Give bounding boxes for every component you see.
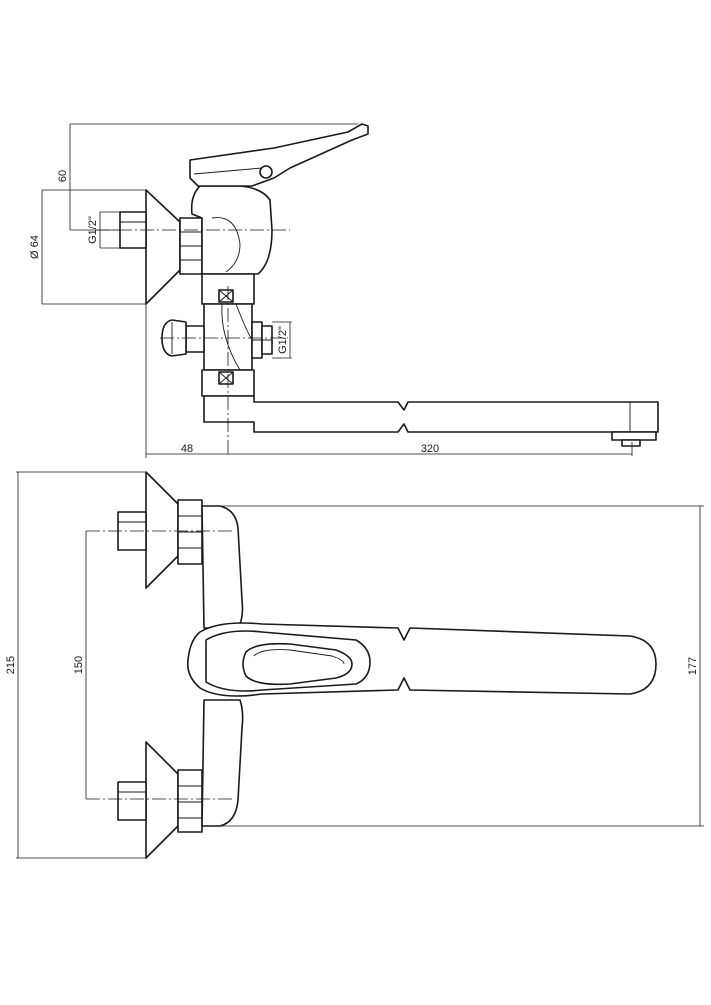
- dim-label-wall-offset: 48: [181, 443, 193, 455]
- side-view: 60 Ø 64 G1/2" G1/2" 48 320: [29, 123, 659, 458]
- lower-wall-flange: [145, 741, 179, 859]
- dim-label-inlet-spacing: 150: [73, 656, 85, 674]
- spout-side: [203, 395, 659, 433]
- diverter-stem: [185, 325, 205, 353]
- lower-inlet-nipple: [117, 781, 147, 821]
- handle-grip: [242, 642, 353, 686]
- dim-label-inlet-thread: G1/2": [87, 216, 99, 244]
- dim-label-overall-height: 215: [5, 656, 17, 674]
- front-view: 215 150 177: [5, 471, 704, 859]
- lever-handle: [189, 123, 369, 187]
- dim-label-outlet-thread: G1/2": [277, 326, 289, 354]
- dim-label-flange-diameter: Ø 64: [29, 235, 41, 259]
- wall-flange: [145, 189, 181, 305]
- aerator-tip: [621, 439, 641, 447]
- lower-hex-nut: [177, 769, 203, 833]
- handle-screw-icon: [259, 165, 273, 179]
- dim-label-spout-length: 320: [421, 443, 439, 455]
- aerator: [611, 431, 657, 441]
- dim-label-spout-span: 177: [687, 657, 699, 675]
- upper-wall-flange: [145, 471, 179, 589]
- dim-label-height-handle: 60: [57, 170, 69, 182]
